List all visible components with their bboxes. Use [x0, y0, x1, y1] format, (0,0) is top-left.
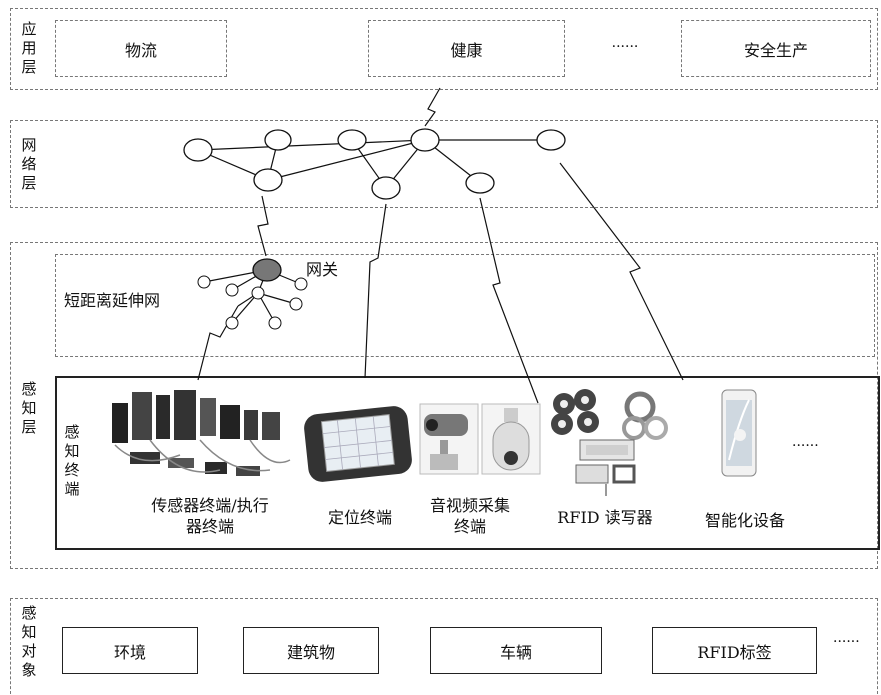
link-gateway-network — [257, 195, 269, 257]
short-range-nodes — [197, 275, 308, 330]
object-rfid-tag-box: RFID标签 — [652, 627, 817, 674]
app-health-box: 健康 — [368, 20, 565, 77]
object-building-label: 建筑物 — [286, 642, 335, 662]
application-layer — [10, 8, 878, 90]
link-av — [479, 197, 539, 404]
link-positioning — [364, 203, 387, 379]
sensor-devices-image — [112, 390, 291, 476]
application-layer-label: 应用层 — [21, 20, 37, 76]
object-rfid-tag-label: RFID标签 — [697, 642, 772, 662]
object-building-box: 建筑物 — [243, 627, 379, 674]
object-vehicle-box: 车辆 — [430, 627, 602, 674]
objects-layer-label: 感知对象 — [21, 604, 37, 679]
network-layer-label: 网络层 — [21, 136, 37, 192]
link-app-network — [424, 87, 441, 127]
app-safety-box: 安全生产 — [681, 20, 871, 77]
short-range-net-edges — [203, 269, 302, 324]
network-layer — [10, 120, 878, 208]
perception-terminal-box — [55, 376, 880, 550]
objects-more-ellipsis: ······ — [833, 634, 860, 650]
short-range-network-label: 短距离延伸网 — [64, 291, 161, 310]
app-logistics-label: 物流 — [124, 40, 157, 60]
perception-layer — [10, 242, 878, 569]
object-environment-label: 环境 — [113, 642, 146, 662]
objects-layer — [10, 598, 878, 694]
object-vehicle-label: 车辆 — [499, 642, 532, 662]
perception-terminal-label: 感知终端 — [64, 423, 80, 498]
positioning-terminal-caption: 定位终端 — [327, 508, 392, 527]
gateway-node — [252, 258, 282, 282]
app-health-label: 健康 — [450, 40, 483, 60]
smart-device-image — [721, 389, 757, 477]
perception-layer-label: 感知层 — [21, 380, 37, 436]
link-rfid-smart — [559, 162, 684, 381]
network-nodes — [183, 128, 566, 200]
av-terminal-caption: 音视频采集终端 — [429, 496, 510, 536]
app-more-ellipsis: ······ — [611, 39, 639, 55]
smart-device-caption: 智能化设备 — [704, 511, 785, 530]
gateway-label: 网关 — [306, 260, 339, 279]
app-logistics-box: 物流 — [55, 20, 227, 77]
terminal-more-ellipsis: ······ — [792, 438, 819, 454]
app-safety-label: 安全生产 — [743, 40, 808, 60]
positioning-terminal-image — [304, 406, 412, 482]
rfid-reader-image — [551, 389, 668, 496]
short-range-network-box — [55, 254, 875, 357]
sensor-terminal-caption: 传感器终端/执行器终端 — [151, 496, 269, 536]
object-environment-box: 环境 — [62, 627, 198, 674]
av-terminal-image — [419, 403, 541, 475]
rfid-reader-caption: RFID 读写器 — [557, 508, 653, 527]
